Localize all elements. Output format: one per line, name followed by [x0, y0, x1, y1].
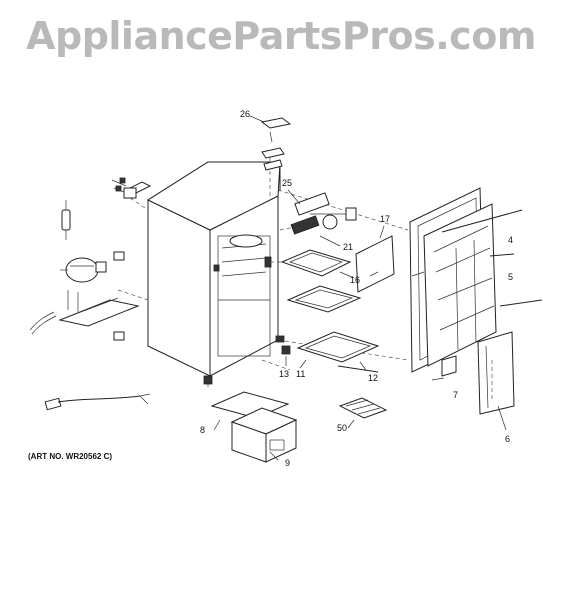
callout-labels: 4 5 6 7 8 9 11 12 13 16 17 21 25 26 50: [200, 109, 513, 468]
callout-16: 16: [350, 275, 360, 285]
wire-shelf: [286, 285, 362, 313]
ice-tray: [338, 397, 388, 429]
callout-11: 11: [296, 369, 305, 379]
top-bracket-parts: [249, 115, 292, 171]
callout-13: 13: [279, 369, 289, 379]
watermark-logo: AppliancePartsPros.com: [26, 14, 536, 58]
door-gasket: [477, 331, 515, 431]
compressor-assembly: [29, 251, 140, 341]
cabinet: [146, 161, 281, 377]
callout-12: 12: [368, 373, 378, 383]
callout-4: 4: [508, 235, 513, 245]
packaging-box: [230, 407, 298, 463]
top-left-hardware: [61, 177, 152, 240]
callout-6: 6: [505, 434, 510, 444]
callout-50: 50: [337, 423, 347, 433]
evaporator-door: [355, 225, 395, 293]
callout-17: 17: [380, 214, 390, 224]
callout-25: 25: [282, 178, 292, 188]
leveling-feet: [203, 335, 291, 385]
callout-26: 26: [240, 109, 250, 119]
freezer-shelf: [280, 249, 355, 279]
callout-7: 7: [453, 390, 458, 400]
control-assembly: [287, 189, 357, 247]
callout-21: 21: [343, 242, 353, 252]
callout-8: 8: [200, 425, 205, 435]
callout-5: 5: [508, 272, 513, 282]
callout-9: 9: [285, 458, 290, 468]
crisper-shelf: [296, 331, 380, 373]
power-cord: [44, 393, 151, 411]
art-number: (ART NO. WR20562 C): [28, 452, 113, 461]
door-assembly: [409, 187, 543, 381]
